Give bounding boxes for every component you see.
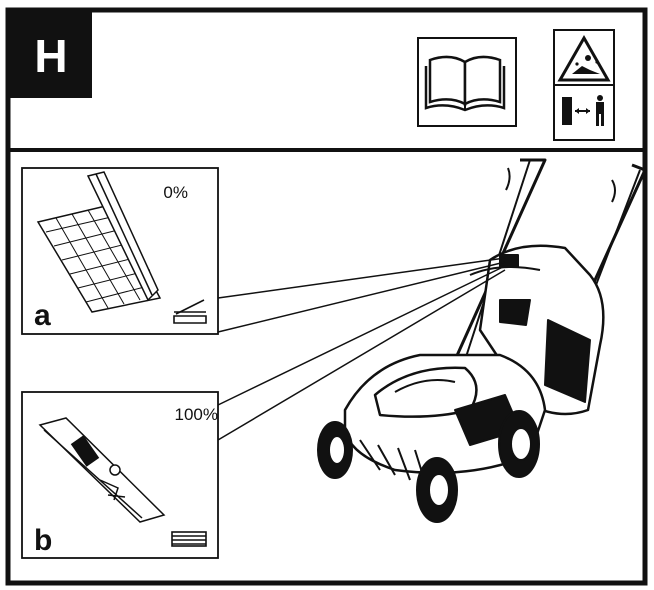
panel-b-percent: 100% bbox=[175, 405, 218, 424]
panel-b: 100% b bbox=[21, 391, 219, 559]
grass-box-open-illustration bbox=[36, 171, 162, 313]
grass-box-closed-illustration bbox=[38, 417, 166, 523]
read-manual-icon bbox=[417, 37, 517, 127]
lawn-mower-illustration bbox=[317, 158, 647, 523]
callout-lines bbox=[217, 257, 506, 441]
panel-a-letter: a bbox=[34, 299, 51, 332]
section-letter: H bbox=[34, 30, 67, 82]
outer-frame bbox=[5, 7, 648, 586]
warning-icon-stack bbox=[553, 29, 615, 141]
grass-bag-full-indicator-icon bbox=[171, 531, 207, 547]
thrown-object-warning-icon bbox=[557, 34, 611, 82]
panel-a-percent: 0% bbox=[163, 183, 188, 202]
section-letter-badge: H bbox=[10, 12, 92, 98]
keep-bystanders-away-icon bbox=[562, 95, 604, 126]
grass-bag-empty-indicator-icon bbox=[173, 299, 207, 324]
panel-b-letter: b bbox=[34, 524, 52, 557]
panel-a: 0% a bbox=[21, 167, 219, 335]
